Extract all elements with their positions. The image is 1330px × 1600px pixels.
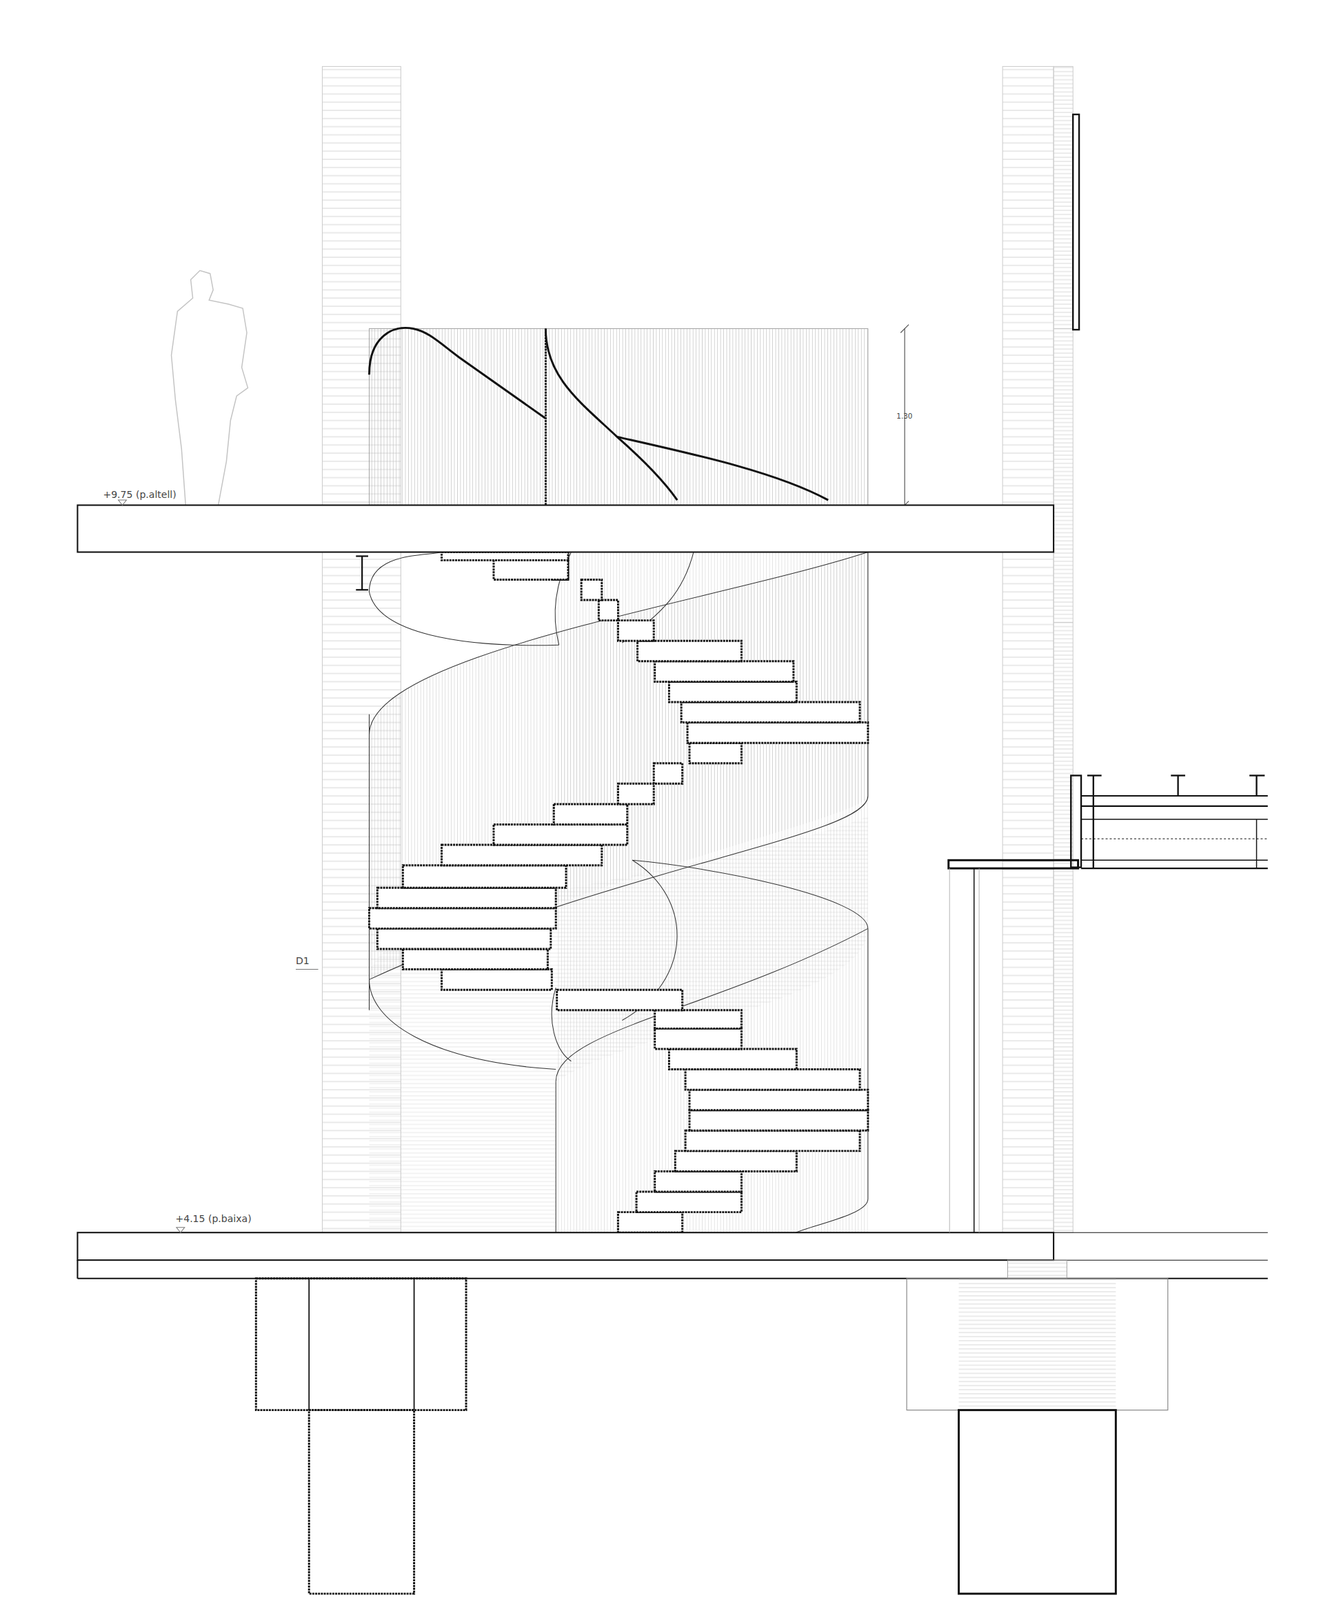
spiral-stair	[369, 552, 869, 1233]
dimension-text: 1.30	[896, 412, 913, 420]
foundation	[255, 1259, 1168, 1594]
floor-slab	[77, 504, 1268, 1278]
stair-treads	[369, 552, 869, 1233]
level-label: +9.75 (p.altell)	[102, 489, 176, 500]
balustrade	[369, 324, 910, 510]
brick-column	[321, 66, 1073, 1233]
detail-callout: D1	[295, 955, 310, 966]
floor-structure	[948, 774, 1268, 1233]
steel-profile	[355, 555, 369, 590]
level-marker	[118, 499, 319, 1233]
person-silhouette	[171, 270, 249, 505]
level-label: +4.15 (p.baixa)	[175, 1213, 251, 1224]
window	[1072, 114, 1080, 330]
